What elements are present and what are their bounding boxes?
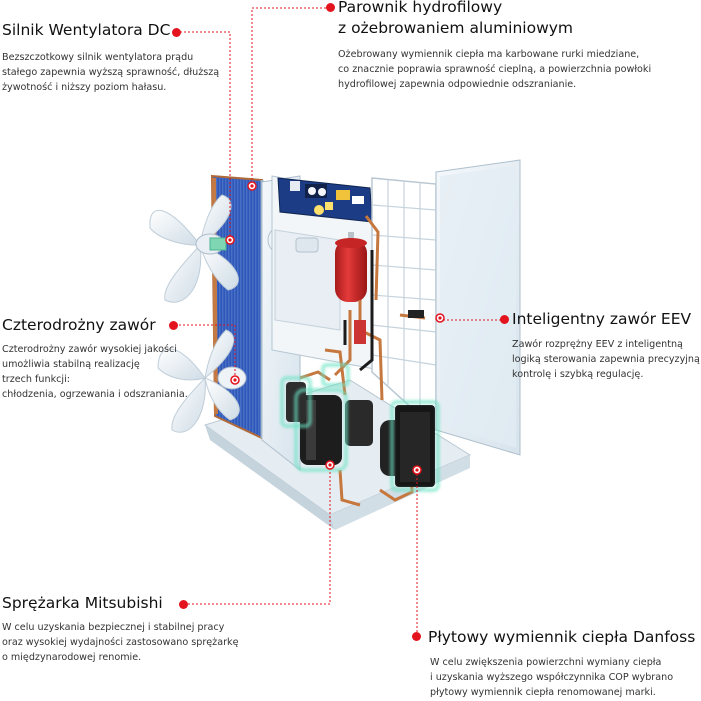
compressor-desc-1: W celu uzyskania bezpiecznej i stabilnej…	[2, 622, 225, 633]
four-way-valve-desc-4: chłodzenia, ogrzewania i odszraniania.	[2, 389, 188, 400]
plate-exchanger	[395, 405, 435, 487]
plate-exchanger-desc-1: W celu zwiększenia powierzchni wymiany c…	[430, 657, 662, 668]
eev-valve-dot	[500, 315, 509, 324]
evaporator-title-1: Parownik hydrofilowy	[338, 0, 503, 16]
fan-motor-desc-1: Bezszczotkowy silnik wentylatora prądu	[2, 52, 194, 63]
evaporator-dot	[326, 3, 335, 12]
plate-exchanger-title: Płytowy wymiennik ciepła Danfoss	[428, 628, 696, 646]
compressor-title: Sprężarka Mitsubishi	[2, 594, 163, 612]
expansion-tank	[335, 232, 367, 302]
fan-motor-dot	[172, 28, 181, 37]
misc-parts	[314, 205, 424, 344]
black-tubing	[343, 250, 374, 372]
evaporator-desc-2: co znacznie poprawia sprawność cieplną, …	[338, 64, 652, 75]
four-way-valve-desc-1: Czterodrożny zawór wysokiej jakości	[2, 344, 177, 355]
eev-valve-title: Inteligentny zawór EEV	[512, 310, 692, 328]
control-board	[277, 177, 373, 223]
partition-panel	[271, 175, 381, 371]
compressor-dot	[179, 600, 188, 609]
four-way-valve-desc-3: trzech funkcji:	[2, 374, 70, 385]
plate-exchanger-dot	[412, 632, 421, 641]
compressor-desc-2: oraz wysokiej wydajności zastosowano spr…	[2, 637, 239, 648]
target-dots	[225, 181, 445, 475]
compressor-desc-3: o międzynarodowej renomie.	[2, 652, 142, 663]
evaporator-title-2: z ożebrowaniem aluminiowym	[338, 19, 574, 37]
four-way-valve-dot	[169, 321, 178, 330]
fan-motor-desc-3: żywotność i niższy poziom hałasu.	[2, 82, 167, 93]
four-way-valve-desc-2: umożliwia stabilną realizację	[2, 359, 140, 370]
side-door	[371, 159, 521, 456]
eev-valve-desc-3: kontrolę i szybką regulację.	[512, 369, 644, 380]
fan-motor-desc-2: stałego zapewnia wyższą sprawność, dłużs…	[2, 67, 220, 78]
fan-motor-title: Silnik Wentylatora DC	[2, 21, 171, 39]
four-way-valve-title: Czterodrożny zawór	[2, 316, 156, 334]
eev-valve-desc-1: Zawór rozprężny EEV z inteligentną	[512, 339, 683, 350]
plate-exchanger-desc-2: i uzyskania wyższego współczynnika COP w…	[430, 672, 674, 683]
fan-upper	[149, 194, 239, 303]
plate-exchanger-desc-3: płytowy wymiennik ciepła renomowanej mar…	[430, 687, 656, 698]
evaporator-desc-1: Ożebrowany wymiennik ciepła ma karbowane…	[338, 49, 640, 60]
eev-valve-desc-2: logiką sterowania zapewnia precyzyjną	[512, 354, 700, 365]
component-highlight	[280, 363, 440, 492]
fan-lower	[157, 329, 247, 433]
evaporator-desc-3: hydrofilowej zapewnia odpowiednie odszra…	[338, 79, 577, 90]
